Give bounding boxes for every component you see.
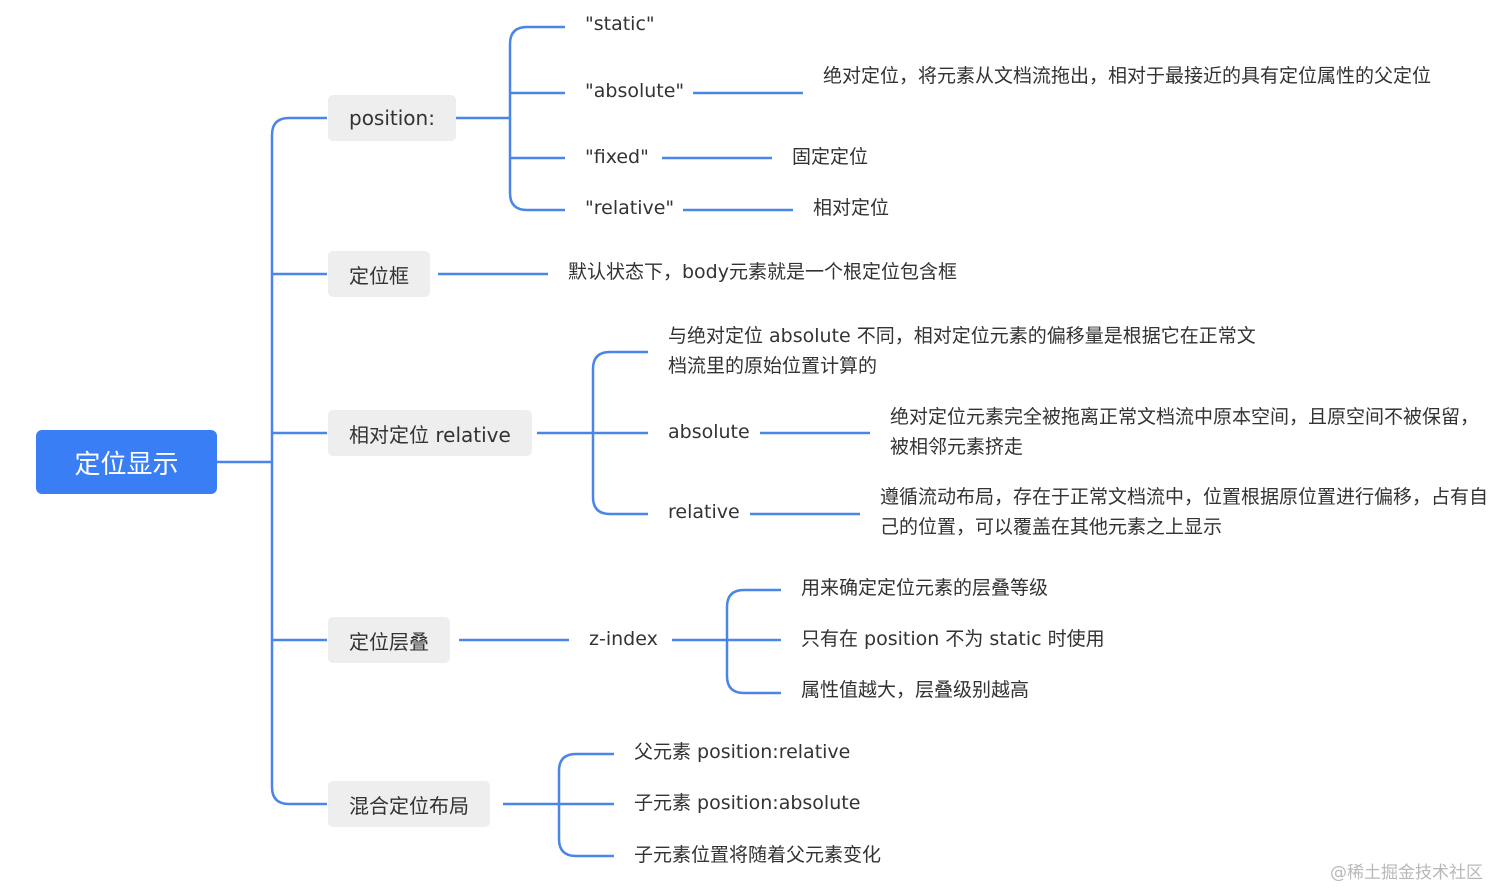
relative-node[interactable]: 相对定位 relative xyxy=(328,410,532,456)
relative-absolute-desc[interactable]: 绝对定位元素完全被拖离正常文档流中原本空间，且原空间不被保留，被相邻元素挤走 xyxy=(890,406,1480,458)
box-desc[interactable]: 默认状态下，body元素就是一个根定位包含框 xyxy=(568,261,957,283)
mixed-item[interactable]: 子元素 position:absolute xyxy=(634,792,861,814)
relative-absolute[interactable]: absolute xyxy=(668,421,750,443)
connector-rel-trunk xyxy=(591,350,648,516)
stack-item[interactable]: 只有在 position 不为 static 时使用 xyxy=(801,628,1105,650)
connector-position-trunk xyxy=(508,25,565,212)
connector-trunk xyxy=(270,116,327,806)
position-static[interactable]: "static" xyxy=(585,13,655,35)
stack-node[interactable]: 定位层叠 xyxy=(328,617,450,663)
root-node[interactable]: 定位显示 xyxy=(36,430,217,494)
mixed-item[interactable]: 子元素位置将随着父元素变化 xyxy=(634,844,882,866)
position-fixed[interactable]: "fixed" xyxy=(585,146,649,168)
mixed-item[interactable]: 父元素 position:relative xyxy=(634,741,851,763)
watermark: @稀土掘金技术社区 xyxy=(1330,863,1483,883)
connector-zindex-trunk xyxy=(725,588,781,695)
position-node[interactable]: position: xyxy=(328,95,456,141)
position-absolute[interactable]: "absolute" xyxy=(585,80,685,102)
stack-zindex[interactable]: z-index xyxy=(589,628,658,650)
position-absolute-desc[interactable]: 绝对定位，将元素从文档流拖出，相对于最接近的具有定位属性的父定位 xyxy=(823,65,1432,87)
connector-mixed-trunk xyxy=(557,752,614,858)
mixed-node[interactable]: 混合定位布局 xyxy=(328,781,490,827)
stack-item[interactable]: 属性值越大，层叠级别越高 xyxy=(801,679,1030,701)
position-relative[interactable]: "relative" xyxy=(585,197,675,219)
stack-item[interactable]: 用来确定定位元素的层叠等级 xyxy=(801,577,1049,599)
relative-relative-desc[interactable]: 遵循流动布局，存在于正常文档流中，位置根据原位置进行偏移，占有自己的位置，可以覆… xyxy=(880,486,1489,538)
position-fixed-desc[interactable]: 固定定位 xyxy=(792,146,869,168)
position-relative-desc[interactable]: 相对定位 xyxy=(813,197,890,219)
box-node[interactable]: 定位框 xyxy=(328,251,430,297)
relative-desc[interactable]: 与绝对定位 absolute 不同，相对定位元素的偏移量是根据它在正常文档流里的… xyxy=(668,325,1256,377)
relative-relative[interactable]: relative xyxy=(668,501,740,523)
